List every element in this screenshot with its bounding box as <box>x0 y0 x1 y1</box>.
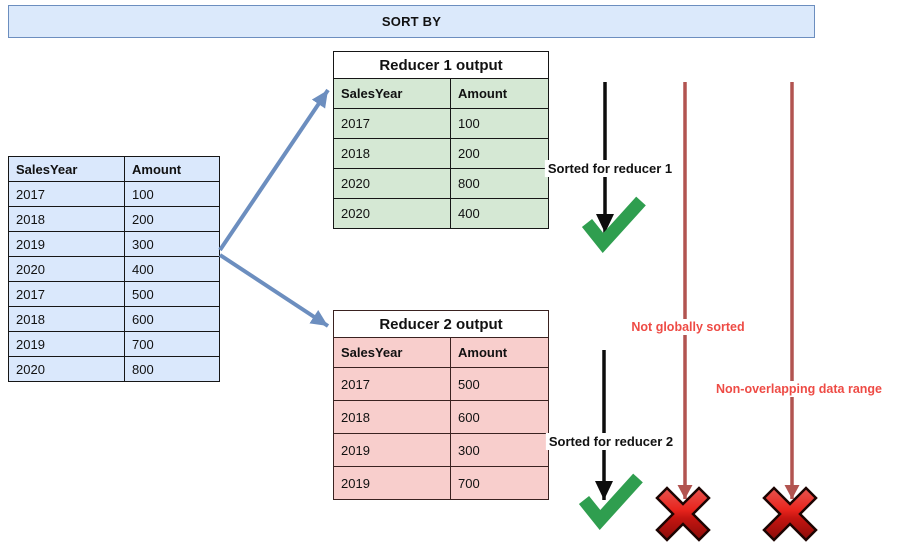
table-cell: 2018 <box>333 400 451 434</box>
column-header: Amount <box>124 156 220 182</box>
table-cell: 300 <box>124 231 220 257</box>
table-header-row: SalesYear Amount <box>333 78 549 109</box>
reducer1-table-title: Reducer 1 output <box>333 51 549 79</box>
table-cell: 2017 <box>8 281 125 307</box>
non-overlapping-data-range-label: Non-overlapping data range <box>713 381 885 397</box>
checkmark-icon <box>581 196 646 254</box>
sort-by-banner: SORT BY <box>8 5 815 38</box>
table-cell: 100 <box>124 181 220 207</box>
table-cell: 2017 <box>333 108 451 139</box>
table-cell: 2019 <box>333 466 451 500</box>
cross-icon <box>762 486 818 542</box>
table-cell: 2019 <box>333 433 451 467</box>
table-cell: 2017 <box>333 367 451 401</box>
table-title-row: Reducer 2 output <box>333 310 549 338</box>
table-cell: 600 <box>450 400 549 434</box>
sorted-for-reducer1-label: Sorted for reducer 1 <box>544 160 676 177</box>
table-cell: 100 <box>450 108 549 139</box>
table-cell: 2020 <box>8 356 125 382</box>
table-cell: 2018 <box>8 206 125 232</box>
sorted-for-reducer2-label: Sorted for reducer 2 <box>545 433 677 450</box>
table-cell: 2018 <box>8 306 125 332</box>
cross-icon <box>655 486 711 542</box>
reducer2-table-title: Reducer 2 output <box>333 310 549 338</box>
table-cell: 500 <box>450 367 549 401</box>
column-header: SalesYear <box>333 78 451 109</box>
table-cell: 2020 <box>8 256 125 282</box>
table-header-row: SalesYear Amount <box>8 156 220 182</box>
sort-by-banner-label: SORT BY <box>381 14 442 29</box>
table-cell: 400 <box>450 198 549 229</box>
table-cell: 400 <box>124 256 220 282</box>
table-cell: 2019 <box>8 231 125 257</box>
table-cell: 2019 <box>8 331 125 357</box>
checkmark-icon <box>578 473 643 531</box>
table-cell: 800 <box>124 356 220 382</box>
table-cell: 2020 <box>333 168 451 199</box>
table-cell: 700 <box>124 331 220 357</box>
table-cell: 800 <box>450 168 549 199</box>
table-cell: 2020 <box>333 198 451 229</box>
table-cell: 700 <box>450 466 549 500</box>
flow-arrow-to-reducer2-icon <box>218 253 330 328</box>
table-cell: 2017 <box>8 181 125 207</box>
column-header: SalesYear <box>8 156 125 182</box>
flow-arrow-to-reducer1-icon <box>218 88 330 252</box>
table-title-row: Reducer 1 output <box>333 51 549 79</box>
not-globally-sorted-label: Not globally sorted <box>628 319 748 335</box>
table-cell: 200 <box>124 206 220 232</box>
